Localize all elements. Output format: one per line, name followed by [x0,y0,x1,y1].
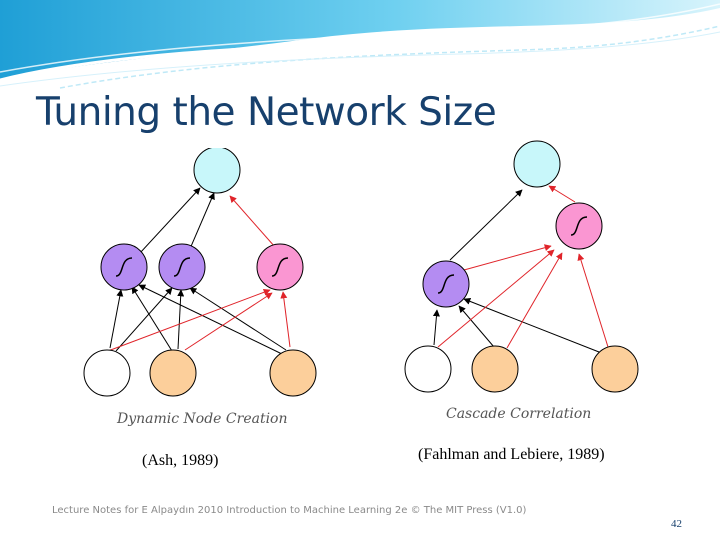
citation-fahlman-lebiere: (Fahlman and Lebiere, 1989) [418,446,605,463]
sigmoid-icon [570,216,588,236]
edge [177,289,185,350]
cascade-correlation-figure: Cascade Correlation [394,140,640,430]
input-node [269,349,317,397]
dynamic-node-creation-diagram [83,148,317,397]
sigmoid-icon [271,257,289,277]
input-node [591,345,639,393]
slide-footer: Lecture Notes for E Alpaydın 2010 Introd… [52,505,527,516]
new-edge [437,249,555,348]
hidden-node [100,243,148,291]
bias-input-node [404,345,452,393]
new-edge [577,253,609,348]
edge [189,287,287,351]
new-edge [107,288,271,352]
slide-title: Tuning the Network Size [36,90,497,135]
header-wave-banner [0,0,720,89]
figure-caption: Cascade Correlation [446,406,592,422]
edge [463,298,600,353]
hidden-node [158,243,206,291]
new-hidden-node [256,243,304,291]
edge [109,289,124,349]
sigmoid-icon [437,274,455,294]
cascade-correlation-diagram [404,140,639,393]
new-hidden-node [555,202,603,250]
dynamic-node-creation-figure: Dynamic Node Creation [80,148,338,434]
edge [131,286,173,352]
input-node [149,349,197,397]
sigmoid-icon [173,257,191,277]
edge [115,287,173,352]
new-edge [548,185,576,203]
output-node [193,148,241,194]
citation-ash: (Ash, 1989) [142,452,219,469]
new-edge [280,291,291,348]
output-node [513,140,561,188]
page-number: 42 [671,518,682,530]
edge [449,189,523,261]
input-node [471,345,519,393]
edge [458,305,495,348]
bias-input-node [83,349,131,397]
new-edge [184,292,273,351]
figure-caption: Dynamic Node Creation [117,411,288,427]
edge [138,284,283,355]
sigmoid-icon [115,257,133,277]
hidden-node [422,260,470,308]
new-edge [506,252,563,349]
edge [432,309,440,346]
new-edge [463,244,552,271]
new-edge [229,195,276,248]
